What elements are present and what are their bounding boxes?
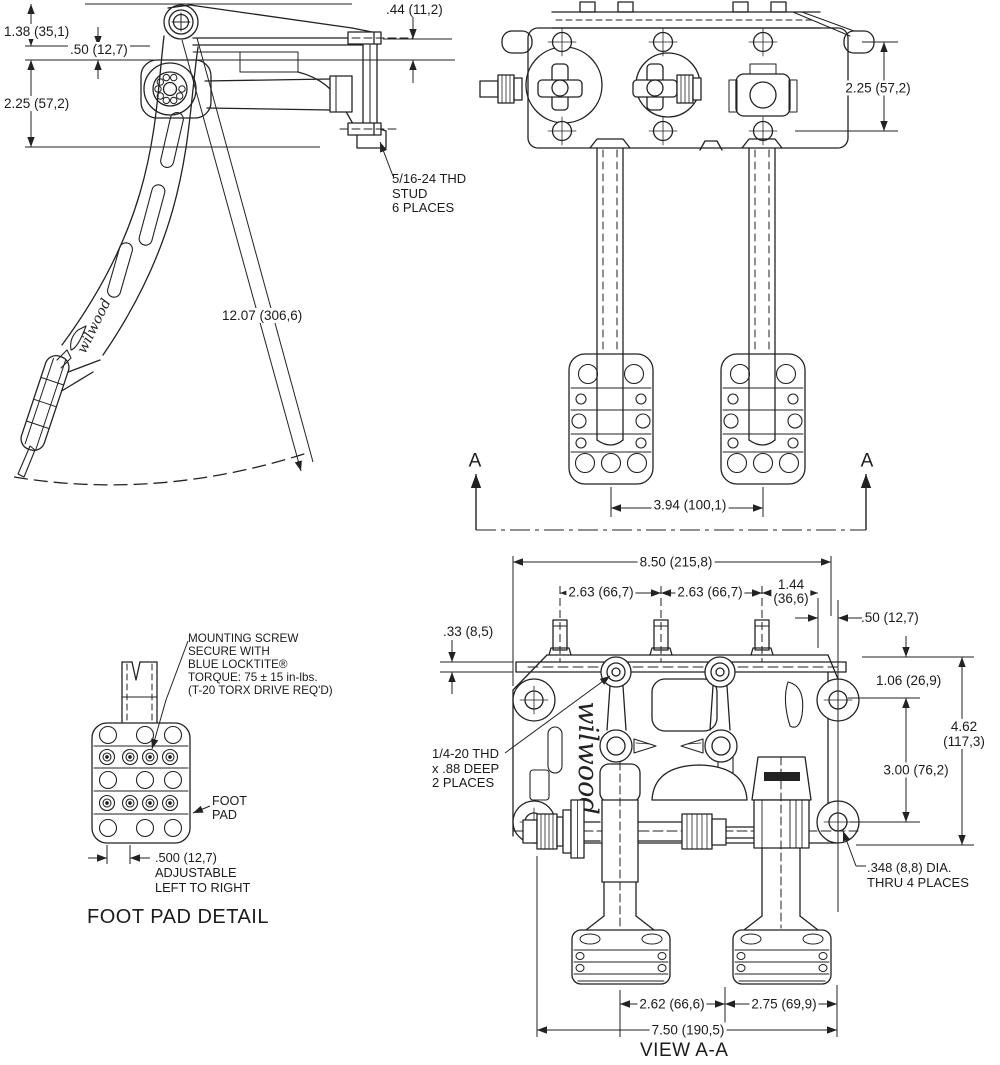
view-aa-drawing: wilwood <box>512 619 860 985</box>
front-view-drawing <box>479 1 875 485</box>
dim-mount-width: 7.50 (190,5) <box>649 1022 727 1038</box>
section-letter-right: A <box>860 450 874 472</box>
dim-top-hole: 1.06 (26,9) <box>876 673 942 688</box>
wilwood-logo-view-aa: wilwood <box>572 701 603 814</box>
dim-stud-offset: .44 (11,2) <box>386 2 443 17</box>
dim-front-height: 2.25 (57,2) <box>843 80 913 96</box>
dim-pivot-height: 1.38 (35,1) <box>2 24 72 40</box>
dim-overall-height: 4.62 (117,3) <box>941 718 987 750</box>
dim-adjust: .500 (12,7) ADJUSTABLE LEFT TO RIGHT <box>155 850 251 895</box>
note-thread: 1/4-20 THD x .88 DEEP 2 PLACES <box>432 746 500 791</box>
side-view-drawing: wilwood <box>17 4 414 478</box>
dim-flange-lip: .33 (8,5) <box>443 624 494 639</box>
dimension-lines <box>13 3 974 1037</box>
view-aa-title: VIEW A-A <box>640 1040 729 1061</box>
section-letter-left: A <box>468 450 482 472</box>
dim-mount-height: 2.25 (57,2) <box>2 96 72 112</box>
dim-hole-spacing: 3.00 (76,2) <box>881 762 951 778</box>
dim-edge-offset: .50 (12,7) <box>861 610 919 625</box>
note-hole-dia: .348 (8,8) DIA. THRU 4 PLACES <box>867 860 969 890</box>
foot-pad-detail-drawing <box>91 661 191 844</box>
dim-stud-spacing-right: 2.63 (66,7) <box>675 584 745 600</box>
dim-pad-left: 2.62 (66,6) <box>637 996 707 1012</box>
note-stud: 5/16-24 THD STUD 6 PLACES <box>392 171 467 216</box>
dim-pushrod-offset: .50 (12,7) <box>68 42 130 58</box>
dim-pedal-length: 12.07 (306,6) <box>220 308 305 324</box>
note-mounting-screw: MOUNTING SCREW SECURE WITH BLUE LOCKTITE… <box>188 632 333 698</box>
dim-stud-to-edge: 1.44 (36,6) <box>771 576 811 607</box>
label-foot-pad: FOOT PAD <box>212 794 247 823</box>
dim-overall-width: 8.50 (215,8) <box>637 554 715 570</box>
dim-pad-spacing: 3.94 (100,1) <box>651 497 729 513</box>
dim-pad-right: 2.75 (69,9) <box>749 996 819 1012</box>
dim-stud-spacing-left: 2.63 (66,7) <box>566 584 636 600</box>
foot-pad-detail-title: FOOT PAD DETAIL <box>87 906 269 928</box>
